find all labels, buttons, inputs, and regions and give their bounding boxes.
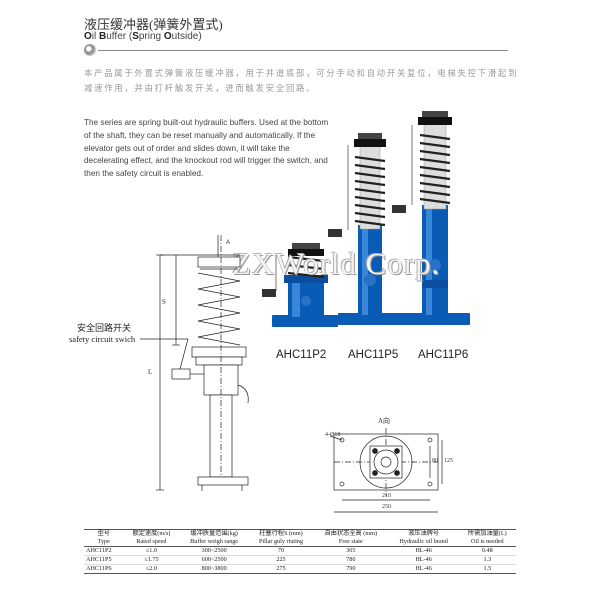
col-header-cn: 柱塞行程S (mm): [248, 529, 314, 538]
page-title-cn: 液压缓冲器(弹簧外置式): [84, 17, 223, 32]
title-en-cap-2: B: [99, 31, 107, 42]
col-header-cn: 缓冲质量范围(kg): [179, 529, 249, 538]
title-en-cap-3: S: [132, 31, 139, 42]
cell: 600~2500: [179, 555, 249, 565]
title-rule: [84, 44, 514, 58]
dim-l-label: L: [148, 368, 153, 376]
holes-label: 4-Ø18: [325, 432, 341, 438]
bullet-icon: [84, 44, 96, 56]
title-en-cap-4: O: [163, 31, 172, 42]
dim-210-label: 210: [382, 493, 391, 499]
col-header-en: Hydraulic oil brand: [388, 538, 459, 547]
model-label-p2: AHC11P2: [276, 349, 327, 361]
col-header-cn: 所需加油量(L): [458, 529, 516, 538]
product-photos: [262, 111, 470, 327]
cell: 790: [313, 564, 389, 574]
table-header-row-cn: 型号 额定速度(m/s) 缓冲质量范围(kg) 柱塞行程S (mm) 自由状态全…: [84, 529, 516, 538]
cell: ≤2.0: [123, 564, 180, 574]
cell: HL-46: [388, 564, 459, 574]
cell: 800~3800: [179, 564, 249, 574]
product-ahc11p6-image: [392, 111, 470, 325]
side-technical-drawing: [140, 235, 249, 491]
product-ahc11p2-image: [262, 243, 338, 327]
description-en: The series are spring built-out hydrauli…: [84, 118, 329, 179]
dim-80-label: 80: [432, 458, 438, 464]
top-view-drawing: [329, 428, 443, 513]
cell: AHC11P6: [84, 564, 124, 574]
title-en-rest-2: uffer (: [106, 31, 133, 42]
title-en-rest-4: utside): [171, 31, 202, 42]
description-cn: 本产品属于外置式弹簧液压缓冲器，用于井道底部，可分手动和自动开关复位，电梯失控下…: [84, 69, 519, 93]
title-en-cap-1: O: [84, 31, 92, 42]
model-label-p5: AHC11P5: [348, 349, 399, 361]
cell: 780: [313, 555, 389, 565]
col-header-cn: 液压油牌号: [388, 529, 459, 538]
spec-table: 型号 额定速度(m/s) 缓冲质量范围(kg) 柱塞行程S (mm) 自由状态全…: [84, 529, 516, 574]
col-header-en: Buffer weigh range: [179, 538, 249, 547]
cell: HL-46: [388, 546, 459, 556]
dim-250-label: 250: [382, 504, 391, 510]
dim-a-label: A: [226, 240, 231, 246]
watermark-text: ZXWorld Corp.: [232, 246, 441, 281]
cell: 300~2500: [179, 546, 249, 556]
table-header-row-en: Type Rated speed Buffer weigh range Pill…: [84, 538, 516, 547]
cell: 275: [248, 564, 314, 574]
cell: 1.3: [458, 555, 516, 565]
table-row: AHC11P5 ≤1.75 600~2500 225 780 HL-46 1.3: [84, 555, 516, 565]
dim-125-label: 125: [444, 458, 453, 464]
col-header-cn: 型号: [84, 529, 124, 538]
title-en-rest-1: il: [91, 31, 100, 42]
cell: HL-46: [388, 555, 459, 565]
safety-switch-label-cn: 安全回路开关: [77, 323, 132, 333]
cell: AHC11P2: [84, 546, 124, 556]
col-header-cn: 自由状态全高 (mm): [313, 529, 389, 538]
table-row: AHC11P6 ≤2.0 800~3800 275 790 HL-46 1.5: [84, 564, 516, 574]
safety-switch-label-en: safety circuit swich: [69, 334, 136, 344]
col-header-cn: 额定速度(m/s): [123, 529, 180, 538]
cell: 70: [248, 546, 314, 556]
table-row: AHC11P2 ≤1.0 300~2500 70 305 HL-46 0.48: [84, 546, 516, 556]
col-header-en: Rated speed: [123, 538, 180, 547]
title-en-rest-3: pring: [138, 31, 164, 42]
product-ahc11p5-image: [328, 133, 402, 325]
cell: ≤1.75: [123, 555, 180, 565]
cell: 0.48: [458, 546, 516, 556]
cell: AHC11P5: [84, 555, 124, 565]
col-header-en: Type: [84, 538, 124, 547]
col-header-en: Free state: [313, 538, 389, 547]
dim-s-label: S: [162, 298, 166, 306]
cell: 225: [248, 555, 314, 565]
view-direction-label: A向: [378, 417, 391, 425]
cell: 305: [313, 546, 389, 556]
divider: [98, 50, 508, 51]
cell: 1.5: [458, 564, 516, 574]
cell: ≤1.0: [123, 546, 180, 556]
col-header-en: Pillar guly riuting: [248, 538, 314, 547]
col-header-en: Oil is needed: [458, 538, 516, 547]
page-title-en: Oil Buffer (Spring Outside): [84, 31, 202, 42]
model-label-p6: AHC11P6: [418, 349, 469, 361]
